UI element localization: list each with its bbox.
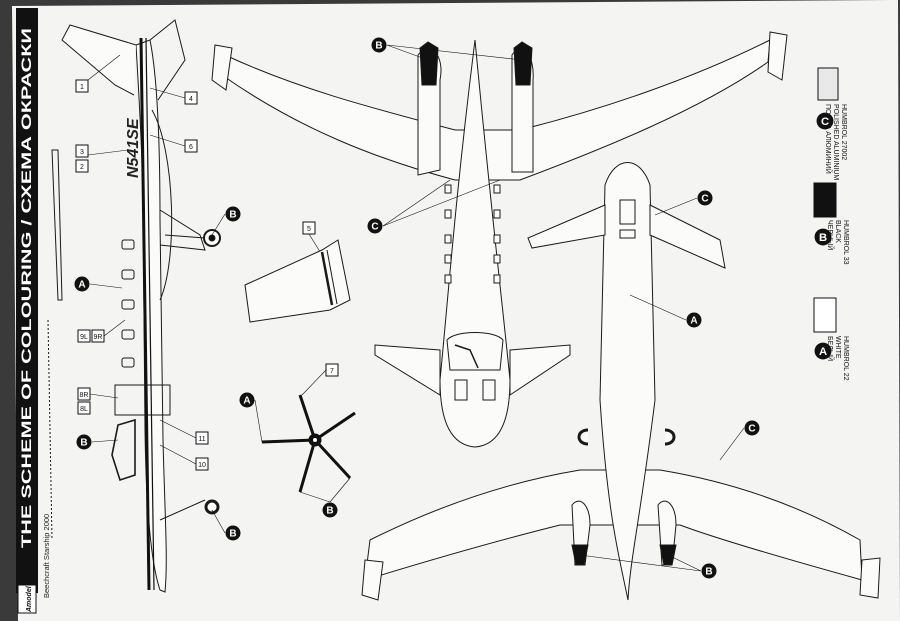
svg-text:WHITE: WHITE (834, 336, 841, 359)
svg-text:ПОЛИР. АЛЮМИНИЙ: ПОЛИР. АЛЮМИНИЙ (824, 104, 833, 174)
color-callouts (74, 37, 760, 579)
propeller (261, 394, 356, 493)
decal-8R: 8R (77, 387, 119, 401)
decal-2: 2 (75, 159, 89, 173)
svg-text:1: 1 (80, 84, 84, 91)
svg-text:POLISHED ALUMINIUM: POLISHED ALUMINIUM (832, 104, 839, 180)
svg-text:9R: 9R (94, 334, 103, 341)
decal-9R: 9R (91, 319, 126, 343)
decal-3: 3 (75, 144, 129, 158)
svg-text:8R: 8R (80, 392, 89, 399)
legend-item-b: HUMBROL 33 BLACK ЧЕРНЫЙ (813, 182, 849, 265)
decal-7: 7 (301, 363, 339, 396)
registration-marking: N541SE (125, 117, 142, 178)
bottom-view (361, 162, 881, 601)
svg-text:6: 6 (189, 144, 193, 151)
title-band (16, 8, 38, 593)
top-view (211, 31, 788, 448)
svg-text:HUMBROL 33: HUMBROL 33 (842, 220, 849, 265)
decal-4: 4 (149, 87, 198, 105)
sheet-title: THE SCHEME OF COLOURING / СХЕМА ОКРАСКИ (19, 28, 34, 548)
svg-text:10: 10 (198, 462, 206, 469)
svg-text:11: 11 (198, 436, 205, 443)
svg-text:BLACK: BLACK (834, 220, 841, 243)
decal-9L: 9L (77, 329, 91, 343)
svg-text:HUMBROL 27002: HUMBROL 27002 (840, 104, 847, 160)
decal-10: 10 (159, 444, 209, 471)
decal-1: 1 (75, 54, 121, 93)
svg-text:8L: 8L (80, 406, 88, 413)
decal-callouts: 1 2 3 4 6 9L 9R 8L 8R 11 10 5 7 (75, 54, 339, 471)
svg-text:3: 3 (80, 149, 84, 156)
svg-text:9L: 9L (80, 334, 88, 341)
svg-text:4: 4 (189, 96, 193, 103)
legend-item-a: HUMBROL 22 WHITE БЕЛЫЙ (813, 297, 849, 381)
legend: HUMBROL 27002 POLISHED ALUMINIUM ПОЛИР. … (813, 67, 849, 381)
decal-6: 6 (149, 134, 198, 153)
brand-logo: Amodel (17, 584, 37, 614)
side-view (47, 19, 221, 593)
model-name: Beechcraft Starship 2000 (42, 514, 51, 598)
decal-8L: 8L (77, 401, 91, 415)
legend-item-c: HUMBROL 27002 POLISHED ALUMINIUM ПОЛИР. … (816, 67, 847, 180)
svg-text:7: 7 (330, 368, 334, 375)
svg-text:5: 5 (307, 226, 311, 233)
svg-text:Amodel: Amodel (26, 585, 33, 613)
canard-detail (244, 239, 351, 323)
decal-11: 11 (159, 419, 209, 445)
svg-text:HUMBROL 22: HUMBROL 22 (842, 336, 849, 381)
decal-5: 5 (302, 221, 323, 256)
svg-text:2: 2 (80, 164, 84, 171)
